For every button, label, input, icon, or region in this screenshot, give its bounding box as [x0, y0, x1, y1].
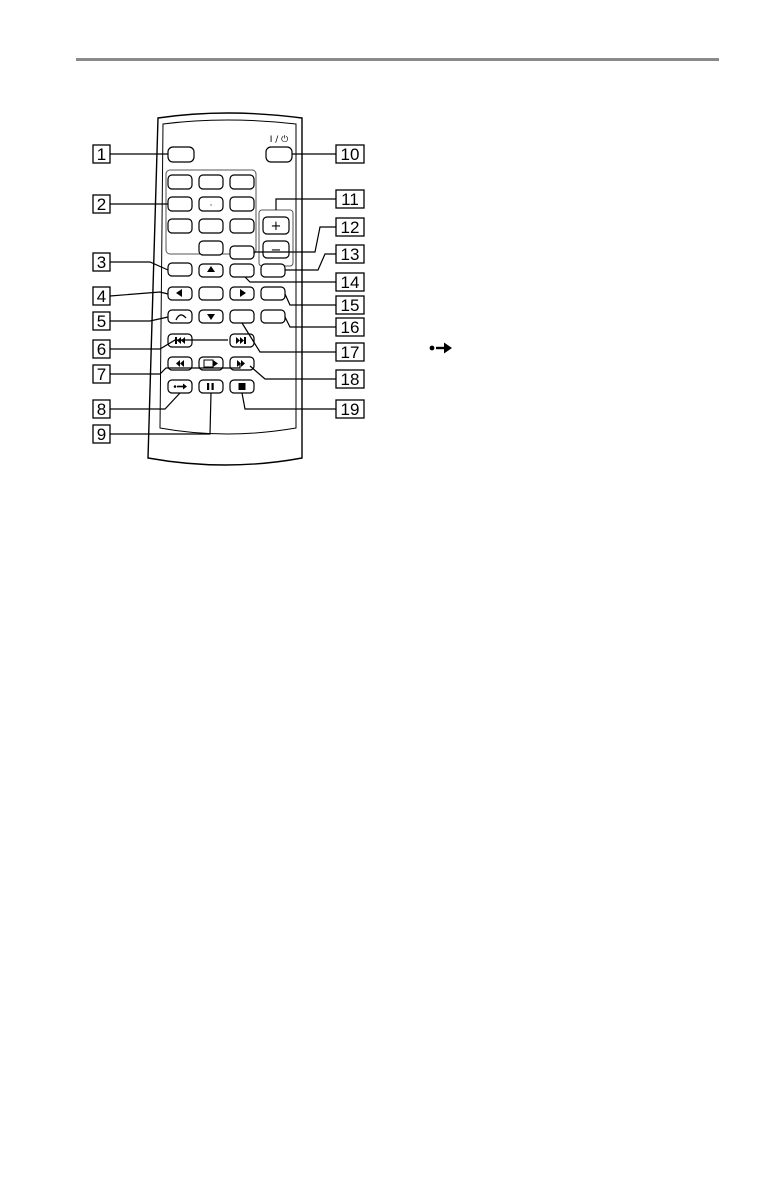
callout-7: 7 — [93, 365, 110, 384]
callout-15: 15 — [336, 296, 364, 315]
numpad-key[interactable] — [168, 219, 192, 233]
numpad-key[interactable] — [168, 175, 192, 189]
callout-2: 2 — [93, 195, 110, 214]
svg-text:2: 2 — [97, 195, 106, 214]
button-17[interactable] — [230, 310, 254, 323]
arrow-down-button[interactable] — [199, 310, 223, 323]
callout-9: 9 — [93, 425, 110, 444]
svg-text:1: 1 — [97, 145, 106, 164]
numpad-key[interactable] — [230, 219, 254, 233]
numpad-key[interactable] — [230, 175, 254, 189]
stop-icon — [239, 383, 246, 390]
callout-18: 18 — [336, 370, 364, 389]
button-15[interactable] — [261, 287, 285, 300]
arrow-right-button[interactable] — [230, 287, 254, 300]
callout-8: 8 — [93, 400, 110, 419]
svg-text:16: 16 — [341, 318, 360, 337]
numeric-keypad: · — [166, 170, 256, 255]
enter-button[interactable] — [199, 287, 223, 300]
callout-11: 11 — [336, 190, 364, 209]
svg-text:11: 11 — [341, 190, 359, 209]
button-12[interactable] — [230, 246, 254, 259]
callout-19: 19 — [336, 400, 364, 419]
button-3[interactable] — [168, 263, 192, 276]
svg-text:19: 19 — [341, 400, 360, 419]
volume-plus-label: + — [271, 219, 282, 234]
side-note-instant-advance-icon — [430, 343, 452, 354]
svg-text:7: 7 — [97, 365, 106, 384]
numpad-key[interactable] — [199, 175, 223, 189]
svg-text:10: 10 — [341, 145, 360, 164]
numpad-dot: · — [210, 201, 213, 211]
callout-12: 12 — [336, 218, 364, 237]
button-16[interactable] — [261, 310, 285, 323]
arrow-up-button[interactable] — [199, 264, 223, 277]
callout-10: 10 — [336, 145, 364, 164]
svg-text:17: 17 — [341, 343, 360, 362]
stop-button[interactable] — [230, 380, 254, 393]
pause-button[interactable] — [199, 380, 223, 393]
return-button[interactable] — [168, 310, 192, 323]
svg-text:12: 12 — [341, 218, 360, 237]
svg-text:6: 6 — [97, 340, 106, 359]
power-button[interactable]: I / ⏻ — [266, 134, 292, 162]
numpad-key[interactable] — [168, 197, 192, 211]
instant-advance-button[interactable] — [168, 380, 192, 393]
power-symbol: I / ⏻ — [270, 134, 289, 145]
svg-text:9: 9 — [97, 425, 106, 444]
numpad-key-0[interactable] — [199, 241, 223, 255]
volume-control: + − — [259, 210, 293, 266]
callout-4: 4 — [93, 287, 110, 306]
callout-16: 16 — [336, 318, 364, 337]
svg-text:15: 15 — [341, 296, 360, 315]
svg-text:4: 4 — [97, 287, 106, 306]
callout-14: 14 — [336, 273, 364, 292]
svg-text:8: 8 — [97, 400, 106, 419]
callout-3: 3 — [93, 253, 110, 272]
callout-6: 6 — [93, 340, 110, 359]
svg-text:3: 3 — [97, 253, 106, 272]
button-1[interactable] — [168, 147, 194, 162]
svg-text:14: 14 — [341, 273, 360, 292]
numpad-key[interactable] — [230, 197, 254, 211]
callout-1: 1 — [93, 145, 110, 164]
button-13[interactable] — [261, 264, 285, 277]
callout-5: 5 — [93, 312, 110, 331]
svg-text:13: 13 — [341, 245, 360, 264]
numpad-key[interactable] — [199, 219, 223, 233]
callout-13: 13 — [336, 245, 364, 264]
button-14[interactable] — [230, 264, 254, 277]
volume-minus-label: − — [271, 243, 282, 258]
svg-text:5: 5 — [97, 312, 106, 331]
callout-17: 17 — [336, 343, 364, 362]
svg-text:18: 18 — [341, 370, 360, 389]
arrow-left-button[interactable] — [168, 287, 192, 300]
